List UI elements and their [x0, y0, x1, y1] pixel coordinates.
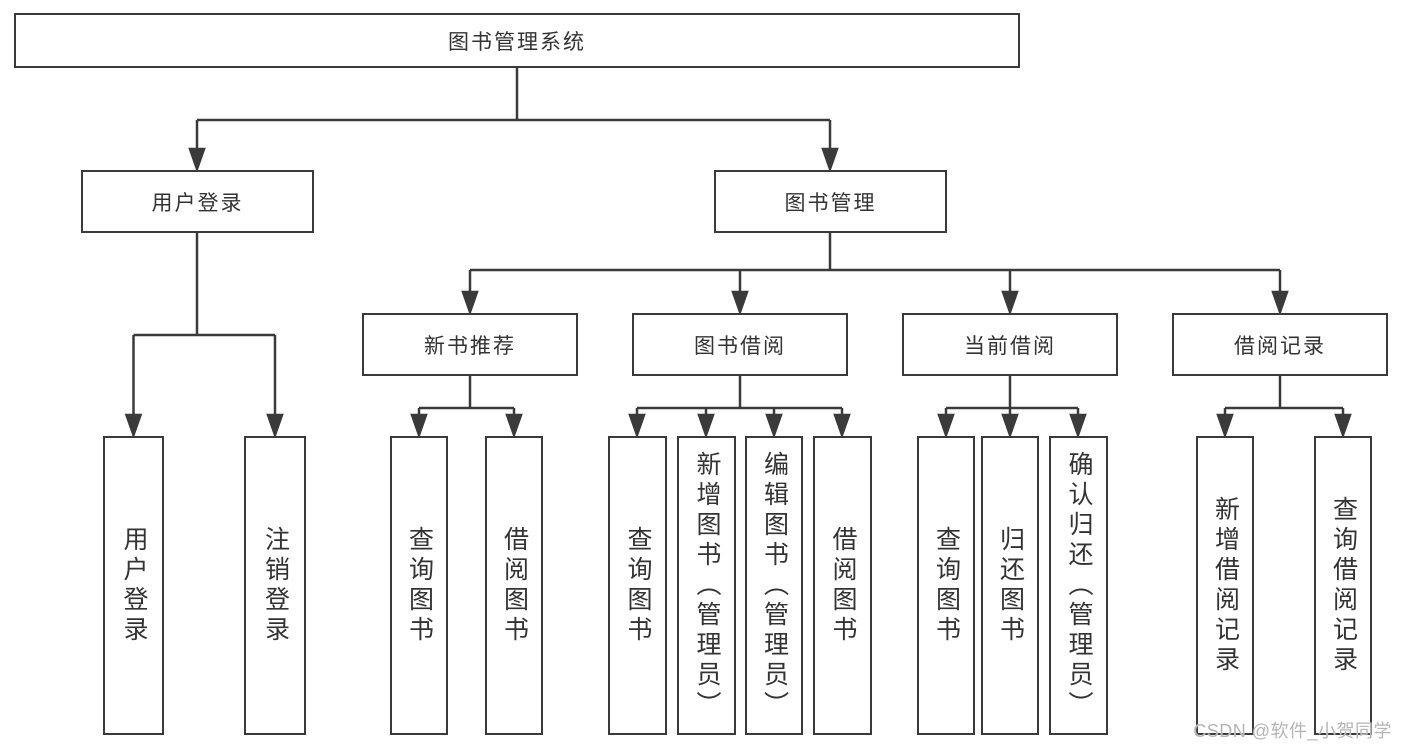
edge-borrowing-records-to-leaves	[1216, 376, 1352, 439]
edge-current-borrowing-to-leaves	[937, 376, 1087, 439]
edge-root-to-level2	[188, 68, 839, 173]
arrowhead	[410, 413, 428, 439]
arrowhead	[505, 413, 523, 439]
leaf-confirm-return-admin: 确认归还（管理员）	[1049, 436, 1108, 735]
node-book-management: 图书管理	[714, 170, 947, 233]
leaf-borrow-books-borrowing: 借阅图书	[813, 436, 872, 735]
leaf-query-books-current: 查询图书	[917, 436, 975, 735]
leaf-add-borrow-record: 新增借阅记录	[1196, 436, 1254, 735]
leaf-logout: 注销登录	[244, 436, 306, 735]
leaf-edit-books-admin: 编辑图书（管理员）	[745, 436, 803, 735]
leaf-query-books-borrowing: 查询图书	[608, 436, 667, 735]
node-current-borrowing: 当前借阅	[902, 313, 1118, 376]
node-borrowing-records: 借阅记录	[1172, 313, 1388, 376]
arrowhead	[1069, 413, 1087, 439]
leaf-query-books-recommend: 查询图书	[390, 436, 448, 735]
arrowhead	[1216, 413, 1234, 439]
arrowhead	[1001, 413, 1019, 439]
arrowhead	[821, 147, 839, 173]
leaf-return-books: 归还图书	[981, 436, 1039, 735]
arrowhead	[1334, 413, 1352, 439]
arrowhead	[266, 413, 284, 439]
leaf-user-login: 用户登录	[103, 436, 164, 735]
leaf-add-books-admin: 新增图书（管理员）	[677, 436, 736, 735]
node-library-management-system: 图书管理系统	[14, 13, 1020, 68]
node-new-book-recommendation: 新书推荐	[362, 313, 578, 376]
arrowhead	[731, 290, 749, 316]
arrowhead	[461, 290, 479, 316]
edge-book-management-to-level3	[461, 233, 1289, 316]
edge-user-login-to-leaves	[124, 233, 284, 439]
arrowhead	[628, 413, 646, 439]
edge-book-borrowing-to-leaves	[628, 376, 851, 439]
arrowhead	[1271, 290, 1289, 316]
leaf-query-borrow-record: 查询借阅记录	[1314, 436, 1372, 735]
arrowhead	[697, 413, 715, 439]
leaf-borrow-books-recommend: 借阅图书	[485, 436, 543, 735]
node-book-borrowing: 图书借阅	[632, 313, 848, 376]
arrowhead	[833, 413, 851, 439]
arrowhead	[1001, 290, 1019, 316]
arrowhead	[188, 147, 206, 173]
arrowhead	[124, 413, 143, 439]
node-user-login: 用户登录	[81, 170, 314, 233]
edge-new-book-recommendation-to-leaves	[410, 376, 523, 439]
csdn-watermark: CSDN @软件_小贺同学	[1193, 721, 1392, 741]
arrowhead	[765, 413, 783, 439]
arrowhead	[937, 413, 955, 439]
